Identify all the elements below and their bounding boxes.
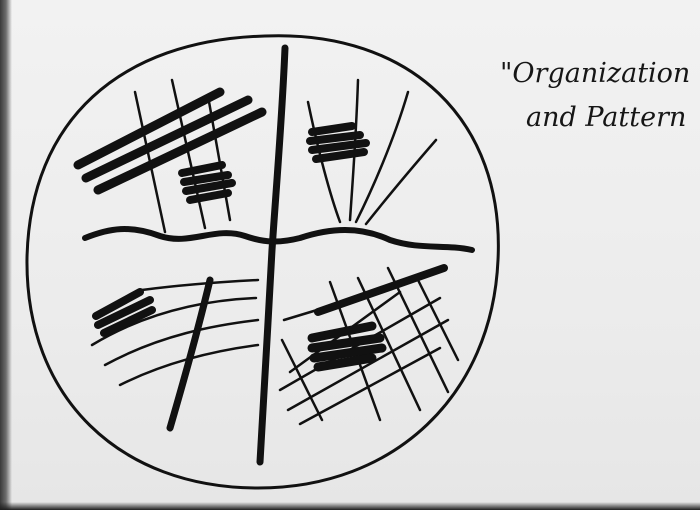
caption-line-1: "Organization	[500, 52, 700, 96]
top-right-block	[310, 126, 366, 159]
handwritten-caption: "Organization and Pattern	[500, 52, 700, 140]
bottom-right-block	[312, 326, 382, 367]
bottom-left-curves	[92, 280, 258, 385]
horizontal-wavy-divider	[85, 229, 472, 250]
top-left-grid	[135, 80, 230, 232]
bottom-edge-shadow	[0, 502, 700, 510]
top-left-bars	[78, 92, 262, 190]
caption-line-2: and Pattern	[500, 96, 700, 140]
bottom-left-block	[96, 292, 152, 333]
top-left-block	[182, 165, 232, 200]
